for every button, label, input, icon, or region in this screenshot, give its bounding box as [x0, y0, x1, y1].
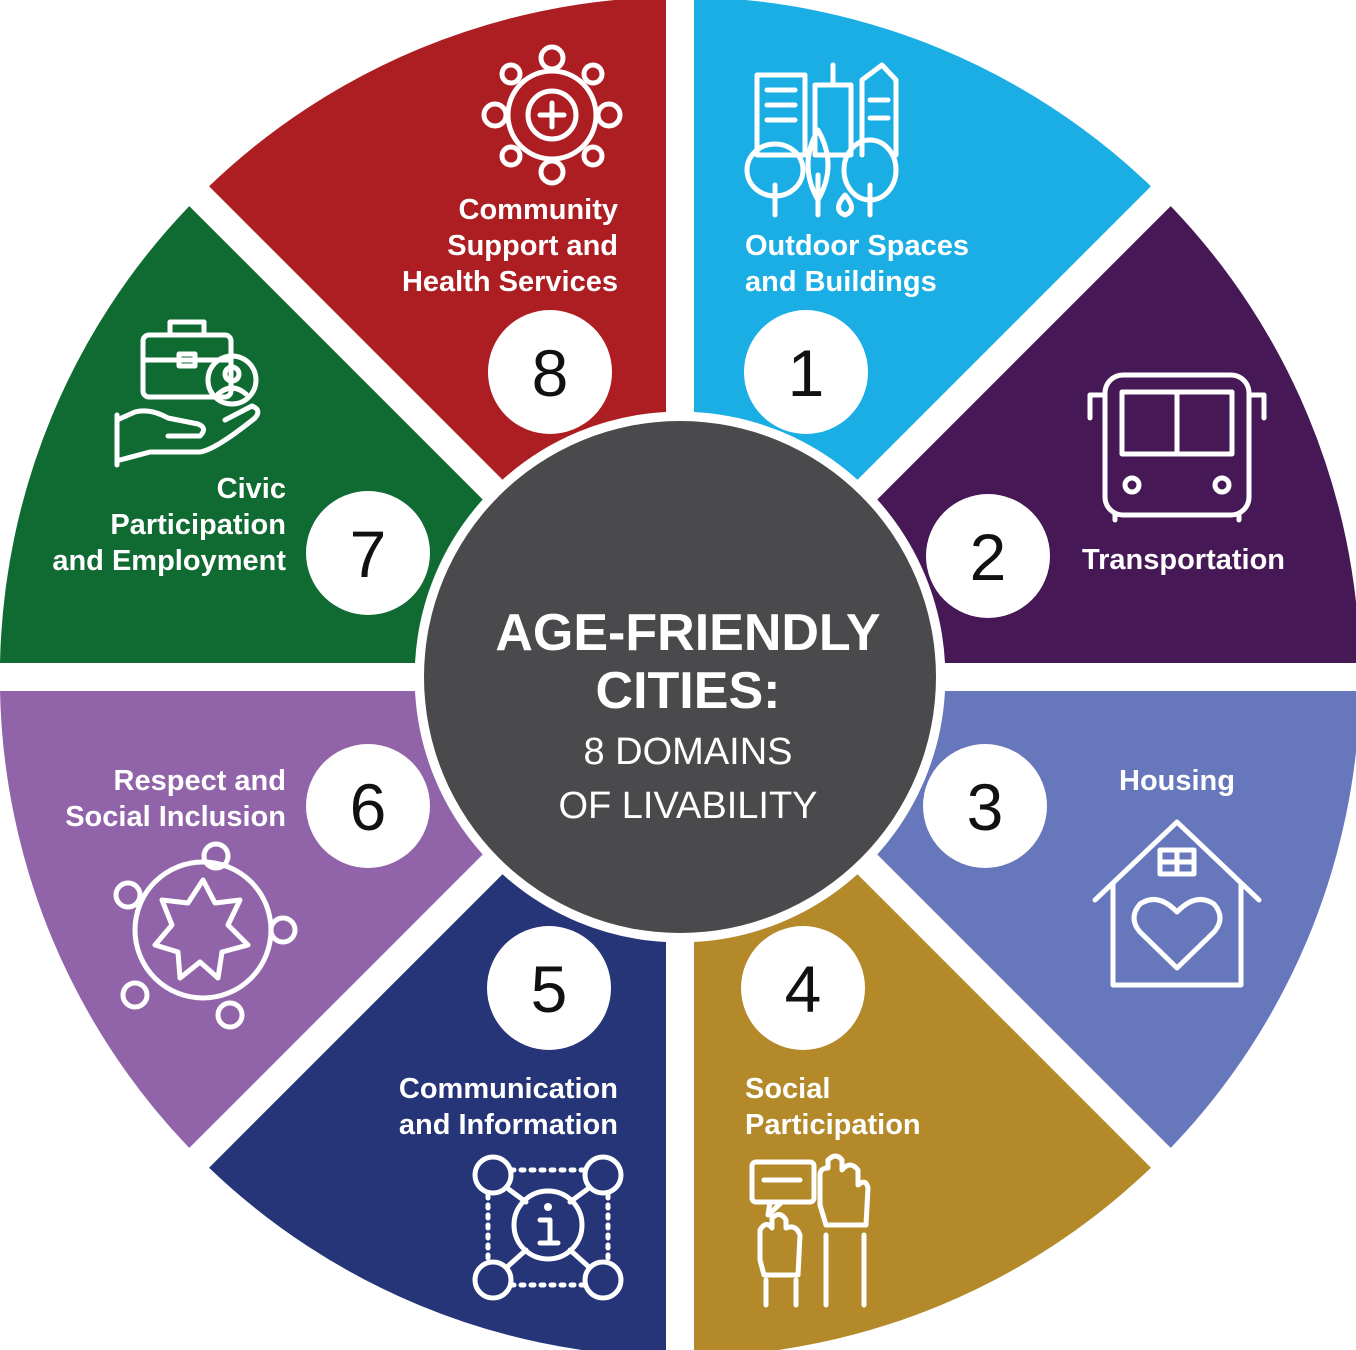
label-6-line1: Respect and: [114, 765, 286, 797]
house-heart-icon: [1092, 819, 1262, 988]
label-7-line3: and Employment: [52, 545, 286, 577]
number-4: 4: [785, 952, 822, 1026]
info-network-icon: [472, 1154, 624, 1301]
number-3: 3: [967, 770, 1004, 844]
label-8-line2: Support and: [447, 230, 618, 262]
number-badge-8: 8: [488, 310, 612, 434]
number-2: 2: [970, 520, 1007, 594]
center-title-line1: AGE-FRIENDLY: [495, 604, 880, 662]
number-badge-4: 4: [741, 926, 865, 1050]
label-1-line1: Outdoor Spaces: [745, 230, 969, 262]
number-7: 7: [350, 517, 387, 591]
label-8-line3: Health Services: [402, 266, 618, 298]
raised-hands-icon: [749, 1153, 871, 1308]
number-badge-5: 5: [487, 926, 611, 1050]
center-subtitle-line1: 8 DOMAINS: [583, 731, 792, 773]
number-badge-1: 1: [744, 310, 868, 434]
number-badge-6: 6: [306, 744, 430, 868]
label-6-line2: Social Inclusion: [65, 801, 286, 833]
number-5: 5: [531, 952, 568, 1026]
label-5-line1: Communication: [399, 1073, 618, 1105]
briefcase-hand-icon: [114, 319, 261, 468]
label-4-line2: Participation: [745, 1109, 921, 1141]
label-7-line1: Civic: [217, 473, 286, 505]
label-5-line2: and Information: [399, 1109, 618, 1141]
label-4-line1: Social: [745, 1073, 830, 1105]
label-3-line1: Housing: [1119, 765, 1235, 797]
center-circle: [424, 421, 936, 933]
center-title-line2: CITIES:: [596, 662, 781, 720]
label-1-line2: and Buildings: [745, 266, 937, 298]
people-circle-icon: [113, 841, 298, 1030]
health-community-icon: [481, 44, 623, 186]
number-6: 6: [350, 770, 387, 844]
label-2-line1: Transportation: [1082, 544, 1285, 576]
bus-icon: [1087, 372, 1267, 523]
label-8-line1: Community: [459, 194, 619, 226]
city-trees-icon: [744, 62, 899, 218]
center-subtitle-line2: OF LIVABILITY: [558, 785, 817, 827]
number-badge-7: 7: [306, 491, 430, 615]
label-7-line2: Participation: [110, 509, 286, 541]
number-badge-3: 3: [923, 744, 1047, 868]
number-1: 1: [788, 336, 825, 410]
number-8: 8: [532, 336, 569, 410]
number-badge-2: 2: [926, 494, 1050, 618]
